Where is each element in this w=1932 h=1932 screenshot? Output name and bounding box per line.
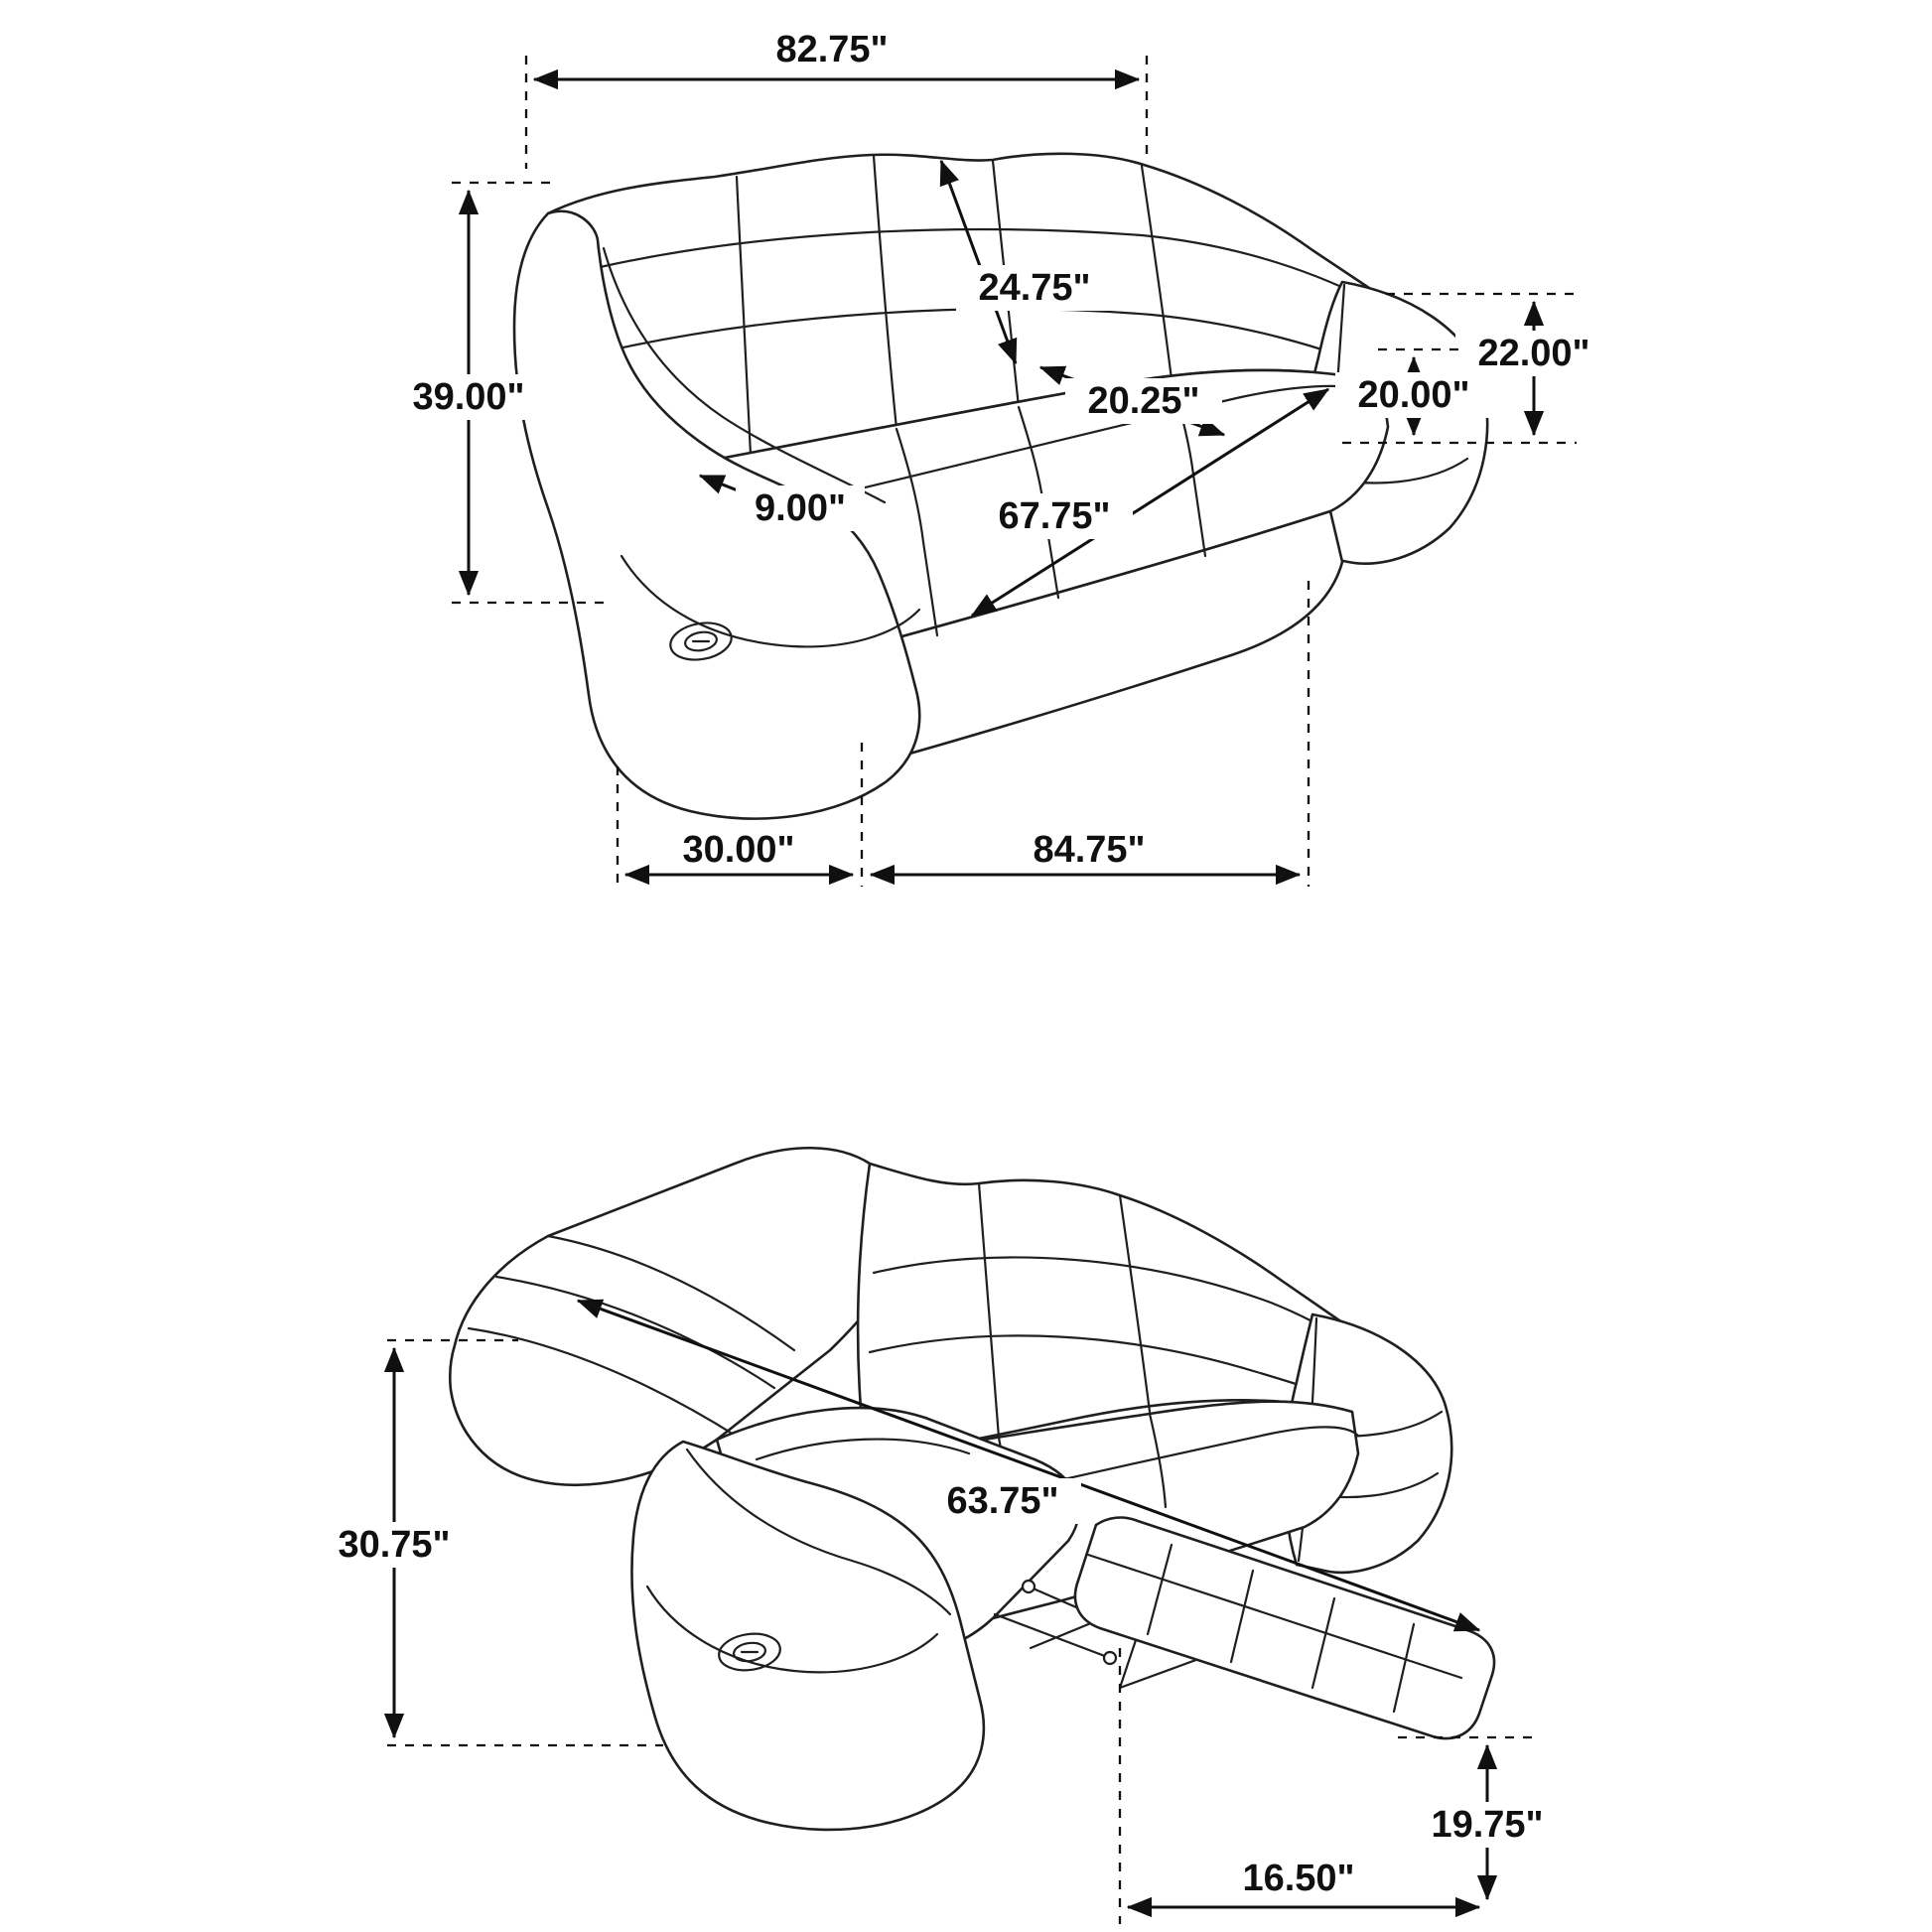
dim-back-width: 82.75" <box>524 27 1149 169</box>
upright-dimensions: 82.75" 24.75" 39.00" 22.00" 20.00" <box>390 27 1612 887</box>
dim-seat-width-arrow <box>970 387 1330 618</box>
left-arm-top-seam <box>602 246 887 504</box>
label-bg <box>1335 372 1492 418</box>
label-bg <box>956 265 1113 311</box>
label-bg <box>754 27 910 72</box>
label-bg <box>1011 827 1168 873</box>
back-channel-seam <box>1140 164 1173 381</box>
sofa-upright-drawing <box>512 152 1489 820</box>
dim-reclined-back-height-label: 30.75" <box>338 1524 450 1566</box>
dim-reclined-length-arrow <box>576 1299 1481 1632</box>
label-bg <box>1455 331 1612 376</box>
label-bg <box>316 1522 473 1568</box>
dim-overall-height: 39.00" <box>390 181 610 605</box>
linkage-joint <box>1021 1579 1036 1594</box>
label-bg <box>976 493 1133 539</box>
reclined-dimensions: 30.75" 63.75" 19.75" 16.50" <box>316 1299 1566 1924</box>
dim-overall-height-label: 39.00" <box>412 376 524 418</box>
dim-back-cushion-arrow <box>939 159 1018 365</box>
label-bg <box>736 485 865 531</box>
dim-seat-height: 20.00" <box>1335 347 1492 437</box>
label-bg <box>390 374 547 420</box>
recliner-handle-icon <box>718 1632 781 1672</box>
dim-footrest-height: 19.75" <box>1398 1735 1566 1901</box>
base-seam <box>921 540 939 637</box>
dim-overall-width-label: 84.75" <box>1033 829 1145 871</box>
dim-back-width-label: 82.75" <box>775 29 888 70</box>
dim-footrest-height-label: 19.75" <box>1431 1804 1543 1846</box>
seat-division-seam <box>895 427 925 544</box>
headrest-seam <box>594 227 1380 307</box>
dim-base-depth: 30.00" <box>616 743 864 887</box>
recliner-handle-icon <box>733 1641 766 1663</box>
label-bg <box>924 1478 1081 1524</box>
back-channel-seam <box>872 154 898 431</box>
dim-seat-width-label: 67.75" <box>998 495 1110 537</box>
recliner-handle-icon <box>669 621 733 661</box>
dim-arm-width: 9.00" <box>698 474 865 531</box>
left-arm-panel-seam <box>620 554 921 648</box>
dim-arm-height-label: 22.00" <box>1477 333 1589 374</box>
footrest-pad <box>1073 1516 1496 1740</box>
dim-reclined-back-height: 30.75" <box>316 1338 663 1747</box>
dim-back-cushion: 24.75" <box>939 159 1113 365</box>
recliner-handle-icon <box>684 630 718 652</box>
dim-base-depth-label: 30.00" <box>682 829 794 871</box>
label-bg <box>1409 1802 1566 1848</box>
dim-overall-width: 84.75" <box>869 581 1311 887</box>
back-channel-seam <box>735 175 753 457</box>
label-bg <box>660 827 817 873</box>
dim-seat-depth-label: 20.25" <box>1087 380 1199 422</box>
dim-arm-width-label: 9.00" <box>755 487 846 529</box>
dim-reclined-length-label: 63.75" <box>946 1480 1058 1522</box>
dim-seat-height-label: 20.00" <box>1357 374 1469 416</box>
dim-footrest-clearance: 16.50" <box>1118 1648 1481 1924</box>
dim-reclined-length: 63.75" <box>576 1299 1481 1632</box>
linkage-joint <box>1102 1650 1118 1666</box>
dim-back-cushion-label: 24.75" <box>978 267 1090 309</box>
dim-arm-height: 22.00" <box>1342 292 1612 445</box>
label-bg <box>1220 1856 1377 1901</box>
footrest-band <box>1392 1622 1416 1714</box>
dim-seat-width: 67.75" <box>970 387 1330 618</box>
dim-footrest-clearance-label: 16.50" <box>1242 1858 1354 1899</box>
